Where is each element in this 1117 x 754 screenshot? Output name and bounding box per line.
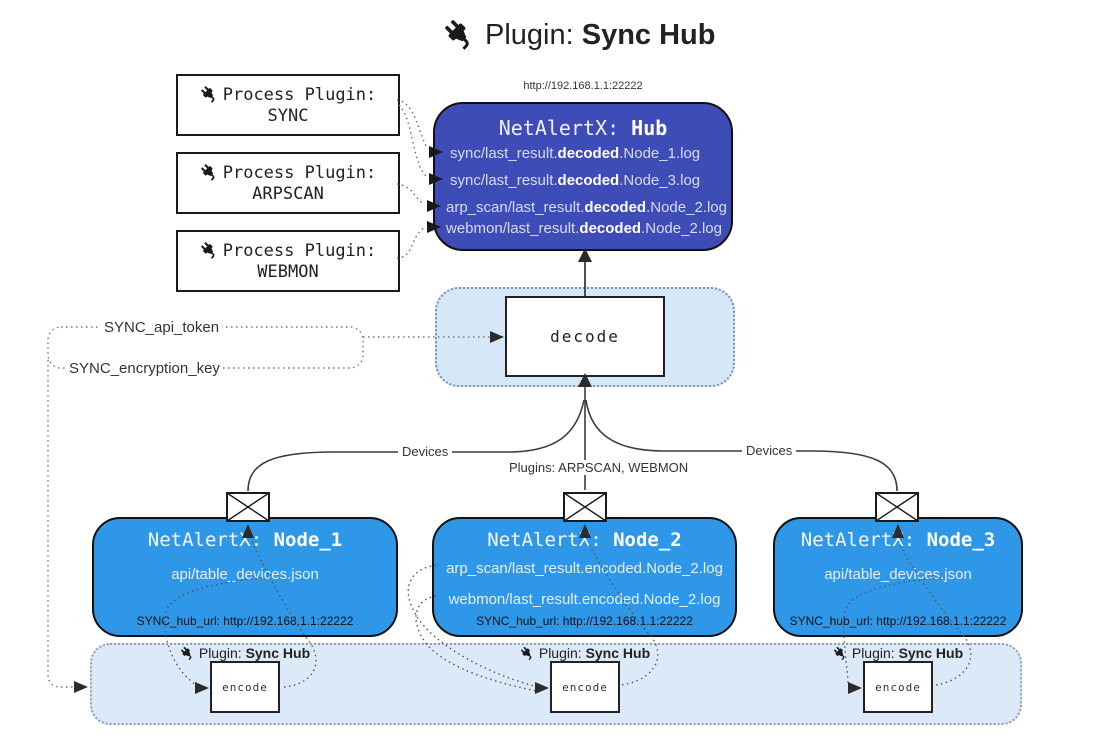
encode-plugin-label: Plugin: Sync Hub: [818, 645, 978, 661]
node-file: api/table_devices.json: [824, 566, 972, 583]
envelope-icon: [226, 492, 270, 522]
node-file: arp_scan/last_result.encoded.Node_2.log: [446, 560, 723, 577]
node-title: NetAlertX: Node_1: [147, 529, 343, 551]
encode-box: encode: [550, 661, 620, 713]
hub-title: NetAlertX: Hub: [435, 116, 731, 140]
decode-label: decode: [550, 327, 620, 346]
hub-title-name: Hub: [631, 116, 668, 140]
encode-plugin-label: Plugin: Sync Hub: [165, 645, 325, 661]
node-2-box: NetAlertX: Node_2 arp_scan/last_result.e…: [432, 517, 737, 637]
title-bold: Sync Hub: [581, 18, 716, 51]
page-title: Plugin: Sync Hub: [443, 18, 715, 52]
process-plugin-name: SYNC: [267, 105, 309, 126]
node-hub-url: SYNC_hub_url: http://192.168.1.1:22222: [476, 614, 693, 628]
process-plugin-label: Process Plugin:: [222, 162, 377, 183]
encode-box: encode: [863, 661, 933, 713]
process-plugin-name: WEBMON: [257, 261, 319, 282]
edge-label-devices-left: Devices: [398, 444, 453, 459]
node-1-box: NetAlertX: Node_1 api/table_devices.json…: [92, 517, 398, 637]
hub-title-prefix: NetAlertX:: [498, 116, 632, 140]
envelope-icon: [563, 492, 607, 522]
node-title: NetAlertX: Node_3: [800, 529, 996, 551]
process-plugin-arpscan: Process Plugin: ARPSCAN: [176, 152, 400, 214]
sync-api-token-label: SYNC_api_token: [101, 319, 223, 336]
hub-url: http://192.168.1.1:22222: [523, 80, 643, 92]
plug-icon: [520, 646, 535, 661]
node-3-box: NetAlertX: Node_3 api/table_devices.json…: [773, 517, 1023, 637]
process-plugin-label: Process Plugin:: [222, 240, 377, 261]
plug-icon: [180, 646, 195, 661]
process-plugin-name: ARPSCAN: [252, 183, 324, 204]
title-prefix: Plugin:: [485, 18, 582, 51]
hub-log-line: arp_scan/last_result.decoded.Node_2.log: [446, 199, 727, 216]
encode-plugin-label: Plugin: Sync Hub: [505, 645, 665, 661]
hub-log-line: webmon/last_result.decoded.Node_2.log: [446, 220, 722, 237]
node-title: NetAlertX: Node_2: [487, 529, 682, 551]
plug-icon: [200, 241, 219, 260]
edge-label-plugins: Plugins: ARPSCAN, WEBMON: [505, 460, 688, 475]
process-plugin-label: Process Plugin:: [222, 84, 377, 105]
process-plugin-webmon: Process Plugin: WEBMON: [176, 230, 400, 292]
decode-box: decode: [505, 296, 665, 377]
edge-label-devices-right: Devices: [742, 443, 797, 458]
encode-box: encode: [210, 661, 280, 713]
node-file: webmon/last_result.encoded.Node_2.log: [448, 591, 721, 608]
hub-box: NetAlertX: Hub sync/last_result.decoded.…: [433, 102, 733, 251]
plug-icon: [200, 85, 219, 104]
hub-log-line: sync/last_result.decoded.Node_1.log: [450, 145, 701, 162]
plug-icon: [443, 18, 477, 52]
plug-icon: [200, 163, 219, 182]
sync-encryption-key-label: SYNC_encryption_key: [66, 360, 223, 377]
process-plugin-sync: Process Plugin: SYNC: [176, 74, 400, 136]
plug-icon: [833, 646, 848, 661]
hub-log-line: sync/last_result.decoded.Node_3.log: [450, 172, 701, 189]
node-hub-url: SYNC_hub_url: http://192.168.1.1:22222: [136, 614, 354, 628]
node-file: api/table_devices.json: [171, 566, 319, 583]
title-text: Plugin: Sync Hub: [485, 19, 715, 52]
envelope-icon: [875, 492, 919, 522]
node-hub-url: SYNC_hub_url: http://192.168.1.1:22222: [789, 614, 1007, 628]
